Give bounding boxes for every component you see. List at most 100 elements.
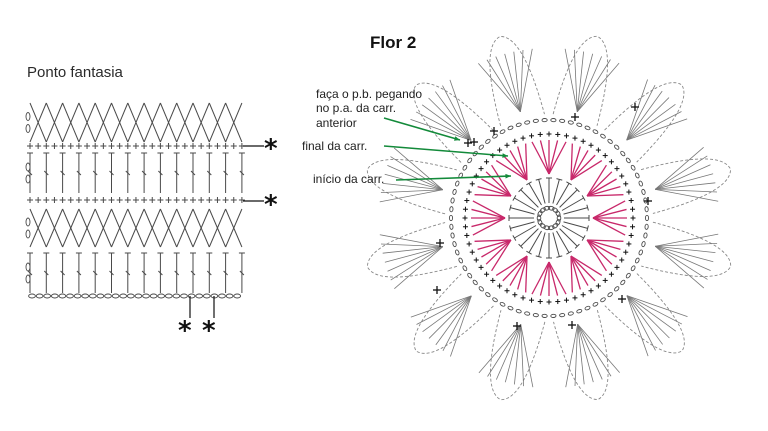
chain-stitch (58, 293, 67, 299)
treble-stitch (552, 232, 560, 257)
petal-fan-stitch (504, 53, 521, 112)
petal-fan-stitch (472, 217, 506, 236)
chain-stitch (43, 293, 52, 299)
chain-stitch (462, 265, 468, 272)
petal-fan-stitch (576, 56, 603, 112)
petal-fan-stitch (509, 150, 528, 181)
stitch-row (25, 208, 243, 248)
crossed-stitch (159, 208, 178, 248)
petal-fan-stitch (655, 182, 716, 190)
petal-fan-stitch (539, 261, 550, 296)
petal-fan-stitch (626, 84, 656, 141)
treble-stitch (520, 189, 539, 208)
stitch-bar (190, 170, 196, 176)
stitch-bar (125, 170, 131, 176)
chain-stitch (643, 232, 648, 239)
petal-fan-stitch (422, 295, 472, 332)
chain-stitch (620, 150, 626, 157)
petal-fan-stitch (570, 255, 603, 276)
stitch-top (581, 235, 586, 241)
turning-chain (25, 162, 31, 172)
petal-fan-stitch (416, 295, 472, 325)
stitch-bar (206, 170, 212, 176)
stitch-bar (27, 170, 33, 176)
arrow-row-start-head (505, 173, 511, 179)
petal-fan-stitch (655, 245, 705, 289)
petal-fan-stitch (548, 141, 567, 175)
treble-stitch (556, 183, 570, 206)
outer-petal (641, 221, 732, 289)
chain-stitch (73, 293, 82, 299)
petal-outline (489, 36, 545, 127)
petal-fan-stitch (577, 324, 585, 385)
chain-stitch (567, 120, 574, 125)
treble-stitch (563, 221, 588, 229)
chain-stitch (543, 205, 551, 211)
chain-stitch (485, 138, 491, 144)
stitch-bar (158, 170, 163, 176)
petal-fan-stitch (520, 324, 534, 388)
petal-fan-stitch (474, 239, 511, 242)
chain-stitch (515, 122, 522, 127)
chain-stitch (543, 225, 551, 231)
petal-fan-stitch (520, 324, 524, 387)
chain-stitch (524, 120, 531, 125)
petal-fan-stitch (531, 141, 550, 175)
petal-fan-stitch (449, 79, 472, 141)
petal-fan-stitch (442, 85, 472, 141)
petal-fan-stitch (586, 171, 613, 197)
arrow-row-start (395, 175, 512, 181)
crossed-stitch (78, 208, 96, 248)
petal-fan-stitch (570, 146, 581, 181)
row-marker-star-2: * (264, 190, 278, 220)
petal-fan-stitch (502, 255, 528, 282)
turning-chain (25, 174, 31, 184)
outer-petal (410, 79, 494, 163)
chain-stitch (567, 311, 574, 316)
petal-fan-stitch (519, 49, 524, 112)
petal-fan-stitch (471, 217, 506, 228)
petal-fan-stitch (626, 295, 688, 317)
chain-stitch (576, 309, 583, 314)
petal-fan-stitch (626, 295, 677, 332)
chain-stitch (630, 265, 636, 272)
chain-stitch (630, 164, 636, 171)
petal-fan-stitch (384, 173, 443, 191)
crossed-stitch (208, 208, 227, 248)
petal-fan-stitch (477, 239, 512, 250)
chain-stitch (467, 157, 473, 164)
petal-fan-stitch (472, 200, 506, 219)
chain-stitch (620, 279, 626, 286)
petal-fan-stitch (421, 104, 472, 141)
crossed-stitch (192, 208, 210, 248)
petal-fan-stitch (486, 59, 521, 113)
chain-stitch (111, 293, 120, 299)
chain-stitch (559, 118, 566, 123)
chain-stitch (638, 249, 643, 256)
petal-fan-stitch (570, 154, 596, 181)
chain-stitch (607, 292, 613, 298)
petal-fan-stitch (592, 208, 627, 219)
petal-fan-stitch (435, 91, 472, 141)
stitch-bar (76, 170, 82, 176)
petal-fan-stitch (525, 256, 528, 293)
chain-stitch (550, 118, 557, 123)
treble-stitch (561, 225, 584, 239)
stitch-top (518, 187, 524, 193)
stitch-bar (239, 270, 245, 276)
chain-stitch (576, 122, 583, 127)
stitch-top (509, 204, 512, 211)
crossed-stitch (143, 208, 161, 248)
crossed-stitch (62, 208, 80, 248)
petal-fan-stitch (655, 188, 719, 202)
petal-fan-stitch (655, 243, 718, 247)
crossed-stitch (94, 208, 112, 248)
stitch-bar (174, 270, 180, 276)
crossed-stitch (225, 208, 243, 248)
petal-fan-stitch (654, 147, 704, 190)
crossed-stitch (176, 208, 194, 248)
petal-fan-stitch (382, 246, 443, 254)
chain-stitch (449, 206, 454, 213)
stitch-top (509, 225, 512, 232)
petal-fan-stitch (387, 164, 443, 191)
